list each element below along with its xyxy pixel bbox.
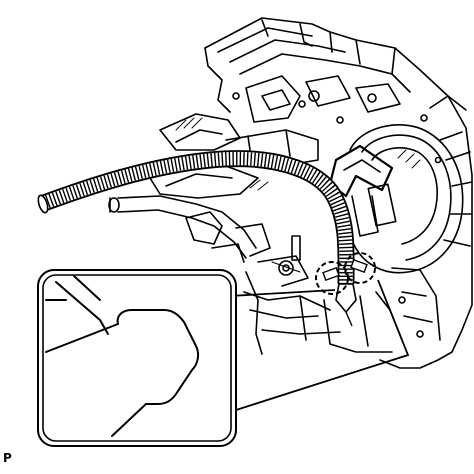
clamp-tabs: [322, 258, 368, 282]
detail-fitting-outline: [45, 275, 200, 437]
clamp-marker-right: [344, 252, 376, 284]
engine-assembly: [108, 17, 473, 369]
corrugated-hose-icon: [37, 150, 357, 327]
figure-corner-label: P: [3, 451, 12, 465]
clamp-marker-icon: [315, 252, 376, 295]
detail-callout-icon: [37, 269, 410, 447]
